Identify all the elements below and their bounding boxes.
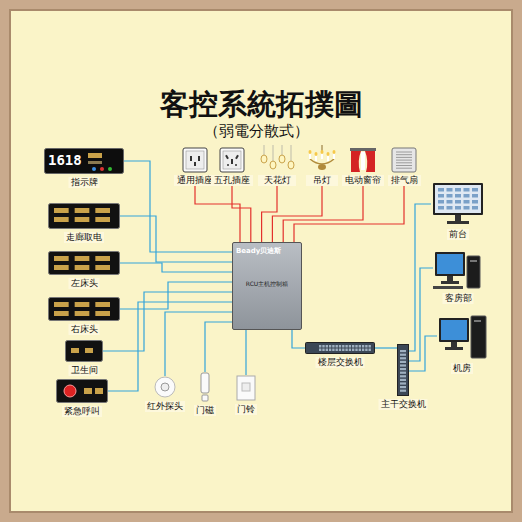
device-node: 红外探头 — [154, 376, 176, 398]
wire-connector — [120, 282, 232, 309]
device-illustration — [48, 251, 120, 275]
device-node: 主干交换机 — [397, 344, 409, 396]
device-illustration — [65, 340, 103, 362]
device-illustration — [259, 145, 295, 173]
wire-connector — [375, 347, 397, 348]
device-illustration — [307, 145, 337, 173]
wire-connector — [262, 186, 277, 242]
device-label: 卫生间 — [69, 365, 100, 376]
device-node: 门铃 — [236, 375, 256, 401]
device-label: 门铃 — [235, 404, 257, 415]
wire-connector — [292, 330, 305, 348]
device-label: 机房 — [451, 363, 473, 374]
device-node: 前台 — [431, 182, 485, 226]
device-label: 主干交换机 — [379, 399, 428, 410]
wire-connector — [232, 186, 251, 242]
device-illustration — [305, 342, 375, 354]
device-illustration — [349, 147, 377, 173]
device-node: 楼层交换机 — [305, 342, 375, 354]
device-node: 客房部 — [433, 246, 483, 290]
wire-connector — [409, 336, 437, 371]
device-node: 排气扇 — [388, 147, 421, 186]
device-label: 楼层交换机 — [316, 357, 365, 368]
device-label: 排气扇 — [388, 175, 421, 186]
device-label: 门磁 — [194, 405, 216, 416]
device-illustration — [219, 147, 245, 173]
wire-connector — [165, 312, 232, 376]
device-label: 左床头 — [69, 278, 100, 289]
device-label: 紧急呼叫 — [62, 406, 102, 417]
device-label: 走廊取电 — [64, 232, 104, 243]
device-illustration — [48, 297, 120, 321]
device-illustration — [200, 372, 210, 402]
panel-number: 1618 — [48, 152, 82, 169]
wire-connector — [245, 330, 246, 375]
device-node: 天花灯 — [258, 145, 296, 186]
subtitle: （弱電分散式） — [9, 122, 503, 140]
device-label: 红外探头 — [145, 401, 185, 412]
device-node: 通用插座 — [174, 147, 216, 186]
device-illustration — [154, 376, 176, 398]
diagram-title: 客控系統拓撲圖 — [9, 87, 513, 121]
device-node: 指示牌1618 — [44, 148, 124, 174]
device-illustration — [433, 246, 483, 290]
wire-connector — [409, 268, 433, 361]
device-illustration — [56, 379, 108, 403]
device-node: 左床头 — [48, 251, 120, 275]
device-node: 门磁 — [200, 372, 210, 402]
wire-connector — [283, 186, 363, 242]
device-label: 五孔插座 — [211, 175, 253, 186]
device-node: 紧急呼叫 — [56, 379, 108, 403]
device-node: 电动窗帘 — [342, 147, 384, 186]
controller-box: Beady贝迪斯 RCU主机控制箱 — [232, 242, 302, 330]
device-node: 走廊取电 — [48, 203, 120, 229]
wire-connector — [120, 216, 232, 262]
device-illustration — [431, 182, 485, 226]
device-label: 客房部 — [443, 293, 474, 304]
wire-connector — [272, 186, 322, 242]
wire-connector — [120, 263, 232, 272]
device-label: 右床头 — [69, 324, 100, 335]
device-illustration — [437, 312, 487, 360]
device-label: 天花灯 — [258, 175, 296, 186]
device-node: 五孔插座 — [211, 147, 253, 186]
device-illustration — [182, 147, 208, 173]
device-node: 卫生间 — [65, 340, 103, 362]
device-label: 前台 — [447, 229, 469, 240]
device-illustration — [236, 375, 256, 401]
device-illustration — [397, 344, 409, 396]
wire-connector — [195, 186, 240, 242]
wire-connector — [294, 186, 404, 242]
device-label: 吊灯 — [306, 175, 338, 186]
wire-connector — [205, 322, 232, 372]
brand-text: Beady贝迪斯 — [236, 247, 298, 256]
wire-connector — [108, 302, 232, 391]
device-name: RCU主机控制箱 — [236, 280, 298, 288]
node-layer: 客控系統拓撲圖（弱電分散式）指示牌1618走廊取电左床头右床头卫生间紧急呼叫通用… — [9, 9, 513, 513]
device-label: 电动窗帘 — [342, 175, 384, 186]
device-label: 指示牌 — [69, 177, 100, 188]
device-label: 通用插座 — [174, 175, 216, 186]
device-node: 机房 — [437, 312, 487, 360]
device-node: 右床头 — [48, 297, 120, 321]
device-illustration — [48, 203, 120, 229]
device-illustration — [391, 147, 417, 173]
device-node: 吊灯 — [306, 145, 338, 186]
